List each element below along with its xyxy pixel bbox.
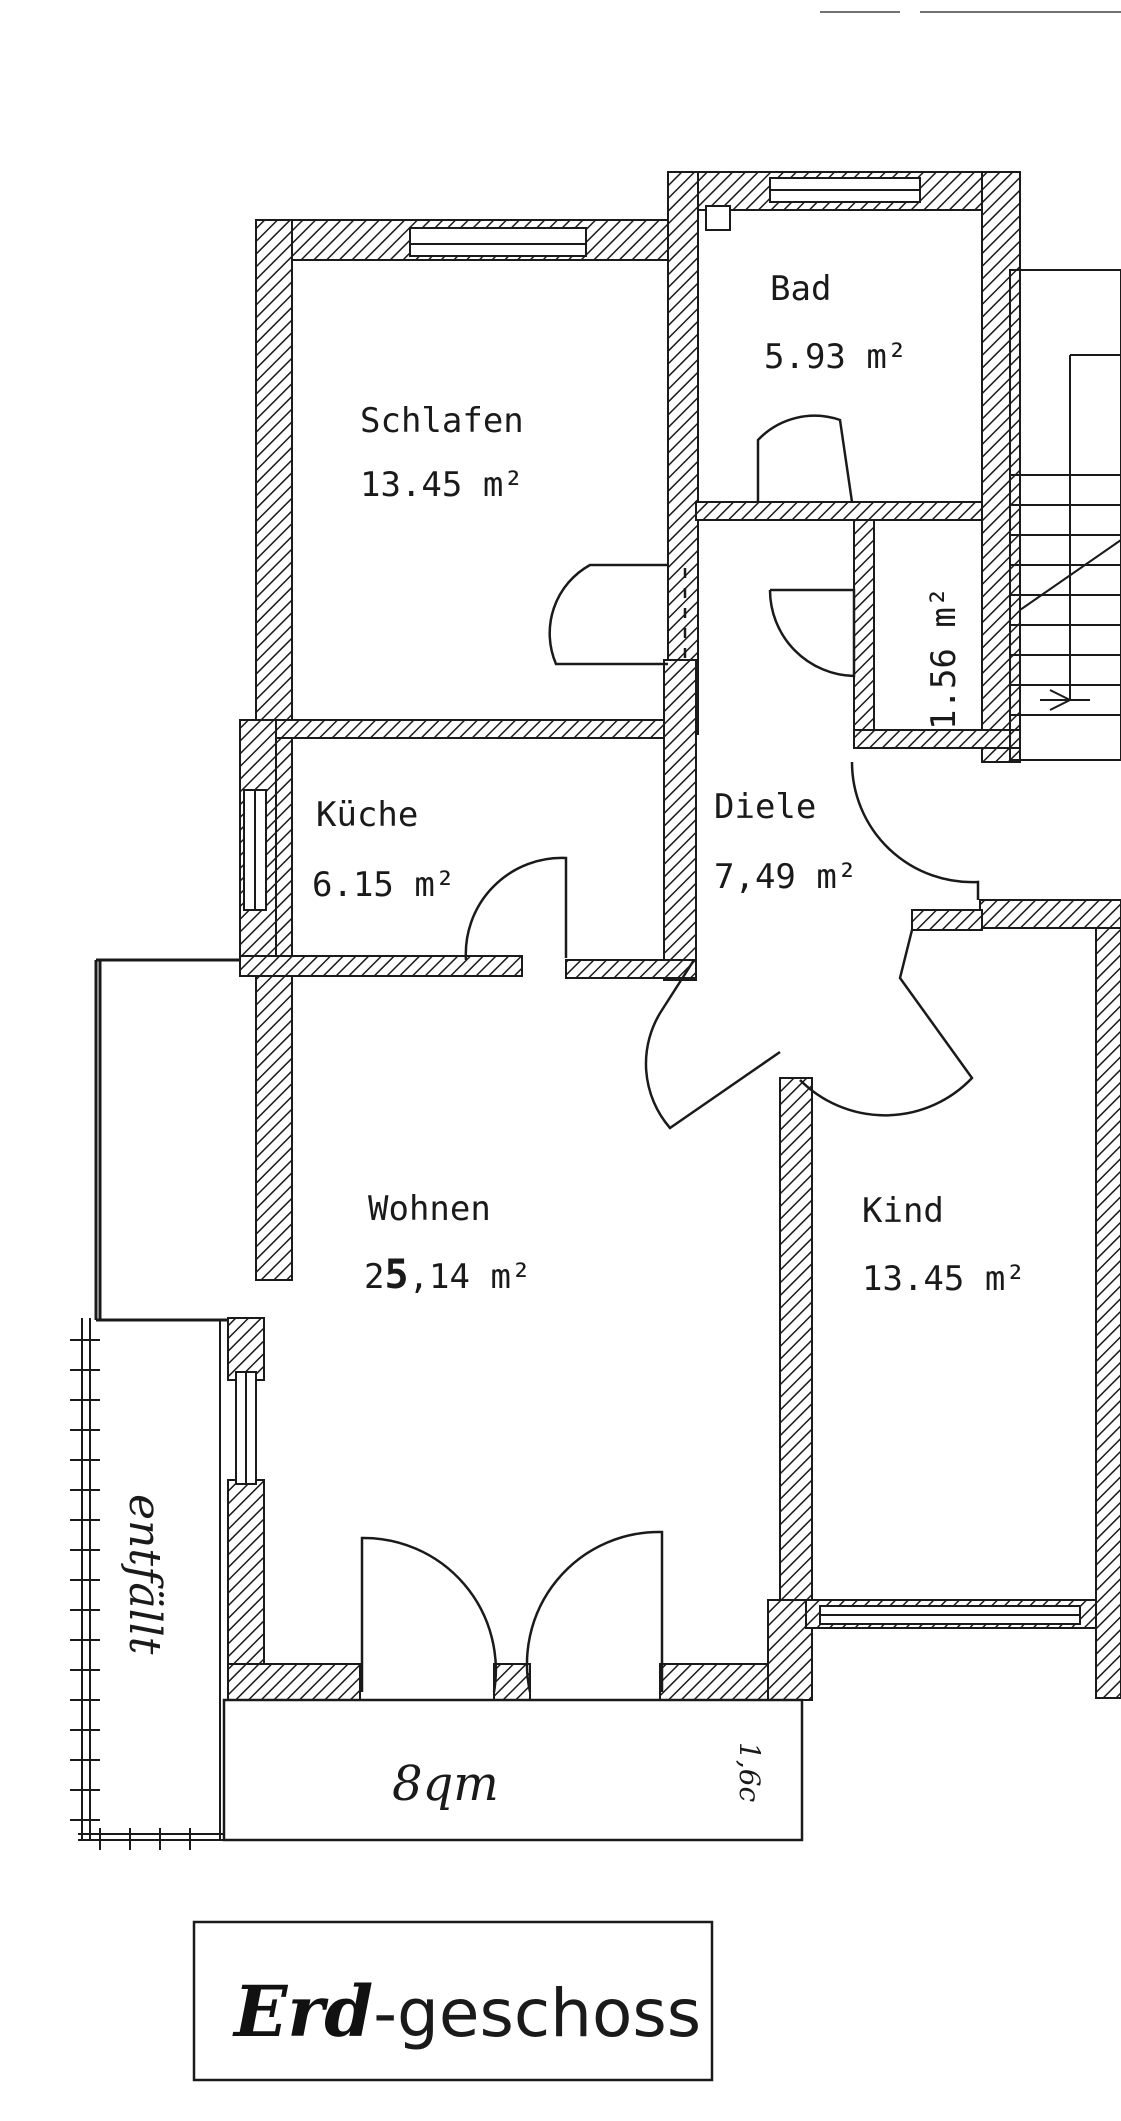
door-schlafen — [548, 563, 668, 666]
doors — [360, 414, 980, 1693]
room-name-kueche: Küche — [316, 795, 418, 835]
door-bad — [756, 414, 854, 503]
room-area-schlafen: 13.45 m² — [360, 465, 524, 505]
wall-kueche-diele — [663, 659, 697, 981]
room-area-bad: 5.93 m² — [764, 337, 907, 377]
room-labels: Schlafen 13.45 m² Bad 5.93 m² 1.56 m² Kü… — [312, 269, 1026, 1299]
room-name-bad: Bad — [770, 269, 831, 309]
floor-label-handwritten: Erd — [232, 1970, 373, 2053]
strike-ticks — [70, 1339, 191, 1850]
windows — [235, 177, 1081, 1625]
wall-kind-topleft — [911, 909, 983, 931]
door-balcony-right — [525, 1530, 664, 1693]
door-entry — [850, 761, 980, 900]
room-name-schlafen: Schlafen — [360, 401, 524, 441]
wall-kind-left — [779, 1077, 813, 1609]
wall-wohnen-right — [767, 1599, 813, 1701]
wall-schlafen-kueche — [275, 719, 697, 739]
room-area-kueche: 6.15 m² — [312, 865, 455, 905]
wall-kueche-bottom-right — [565, 959, 697, 979]
room-area-kind: 13.45 m² — [862, 1259, 1026, 1299]
room-area-wohnen: 25,14 m² — [364, 1252, 531, 1298]
staircase — [1009, 269, 1121, 761]
floor-label: Erd-geschoss — [192, 1920, 714, 2082]
handwritten-notes: 8qm 1,6c entfällt — [119, 1494, 766, 1812]
wall-abstell-left — [853, 519, 875, 747]
wall-wohnen-bottom-left — [227, 1663, 361, 1701]
wall-kind-right — [1095, 927, 1121, 1699]
walls — [227, 171, 1121, 1701]
balcony-area-note: 8qm — [392, 1756, 499, 1812]
floor-label-box — [192, 1920, 714, 2082]
shaft-square — [705, 205, 731, 231]
room-area-abstell: 1.56 m² — [924, 587, 964, 730]
wall-abstell-bottom — [853, 729, 1021, 749]
wall-wohnen-left-upper — [227, 1317, 265, 1381]
outline — [94, 958, 240, 1322]
floor-label-printed: -geschoss — [373, 1975, 701, 2052]
door-abstell — [768, 588, 856, 678]
door-balcony-left — [360, 1536, 498, 1693]
room-name-diele: Diele — [714, 787, 816, 827]
room-area-diele: 7,49 m² — [714, 857, 857, 897]
terrace-removed-note: entfällt — [119, 1494, 170, 1655]
door-wohnen — [644, 959, 781, 1130]
door-kind — [799, 929, 974, 1117]
room-name-kind: Kind — [862, 1191, 944, 1231]
door-kueche — [464, 856, 568, 961]
wall-bad-right — [981, 171, 1021, 763]
balcony — [222, 1698, 804, 1842]
balcony-side-note: 1,6c — [733, 1742, 766, 1803]
wall-kind-top — [979, 899, 1121, 929]
floor-label-text: Erd-geschoss — [232, 1970, 701, 2053]
removed-terrace — [70, 1318, 224, 1850]
window-schlafen — [409, 227, 587, 257]
wohnen-area-overwrite: 5 — [384, 1252, 408, 1298]
wall-bad-bottom — [695, 501, 983, 521]
wall-kueche-bottom-left — [239, 955, 523, 977]
wall-bad-left — [667, 171, 699, 735]
room-name-wohnen: Wohnen — [368, 1189, 491, 1229]
wall-wohnen-bottom-mid — [493, 1663, 531, 1701]
